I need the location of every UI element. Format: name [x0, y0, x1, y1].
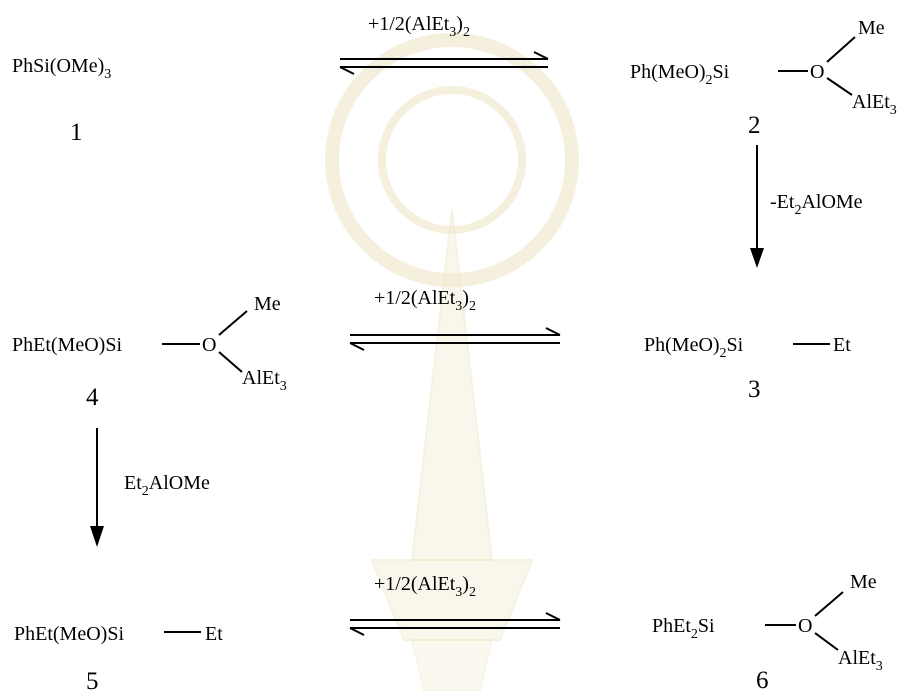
compound-4-formula: PhEt(MeO)Si [12, 334, 122, 356]
reagent-5: +1/2(AlEt3)2 [374, 573, 476, 600]
bond-o-me-6 [814, 591, 844, 617]
compound-2-me: Me [858, 17, 885, 39]
equilibrium-arrow-2 [349, 327, 561, 351]
compound-3-number: 3 [748, 376, 761, 403]
bond-o-me-2 [826, 36, 856, 63]
reagent-2: -Et2AlOMe [770, 191, 863, 218]
compound-2-number: 2 [748, 112, 761, 139]
reagent-4: Et2AlOMe [124, 472, 210, 499]
compound-6-me: Me [850, 571, 877, 593]
bond-o-me-4 [218, 310, 248, 336]
compound-3-et: Et [833, 334, 851, 356]
bond-o-al-6 [814, 632, 839, 651]
equilibrium-arrow-1 [339, 51, 549, 75]
reagent-3: +1/2(AlEt3)2 [374, 287, 476, 314]
compound-6-formula: PhEt2Si [652, 615, 715, 642]
bond-o-al-4 [218, 351, 243, 373]
compound-4-me: Me [254, 293, 281, 315]
compound-4-oxygen: O [202, 334, 216, 356]
compound-5-number: 5 [86, 668, 99, 693]
compound-6-al: AlEt3 [838, 647, 883, 674]
arrow-4-to-5 [90, 428, 104, 547]
compound-6-oxygen: O [798, 615, 812, 637]
equilibrium-arrow-3 [349, 612, 561, 636]
reagent-1: +1/2(AlEt3)2 [368, 13, 470, 40]
compound-2-formula: Ph(MeO)2Si [630, 61, 730, 88]
bond-o-al-2 [826, 77, 853, 96]
compound-6-number: 6 [756, 667, 769, 693]
compound-5-formula: PhEt(MeO)Si [14, 623, 124, 645]
arrow-2-to-3 [750, 145, 764, 268]
compound-4-al: AlEt3 [242, 367, 287, 394]
compound-2-oxygen: O [810, 61, 824, 83]
compound-3-formula: Ph(MeO)2Si [644, 334, 744, 361]
compound-1-number: 1 [70, 119, 83, 146]
compound-2-al: AlEt3 [852, 91, 897, 118]
compound-4-number: 4 [86, 384, 99, 411]
compound-1-formula: PhSi(OMe)3 [12, 55, 111, 82]
compound-5-et: Et [205, 623, 223, 645]
